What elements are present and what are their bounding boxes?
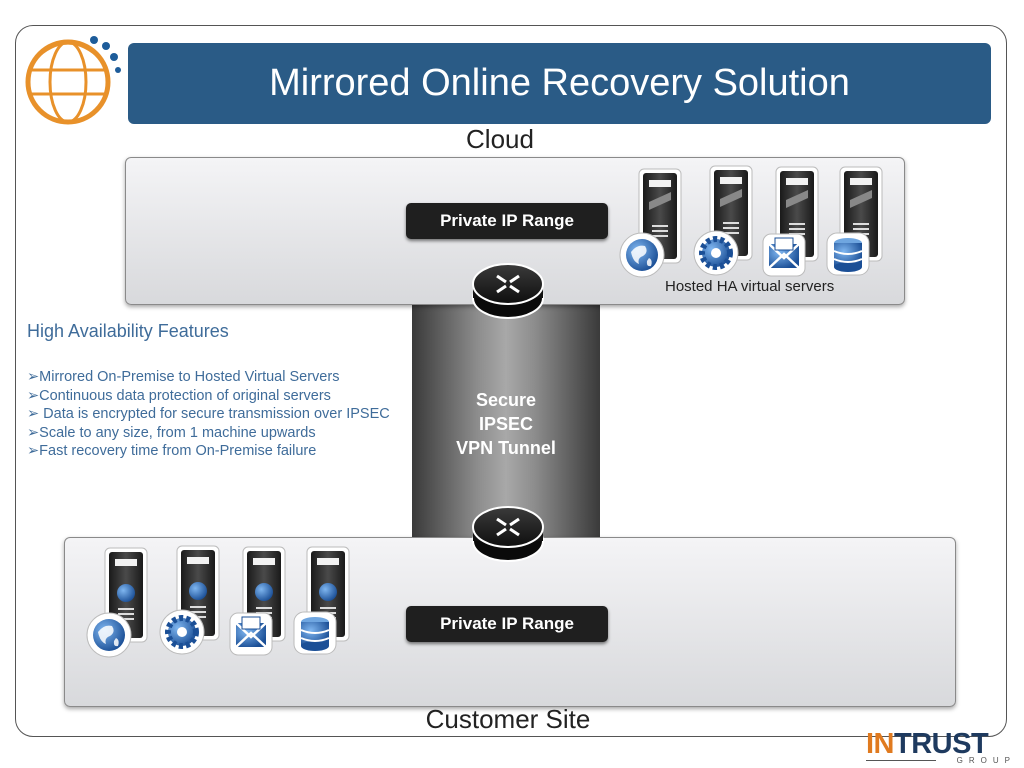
tunnel-line-3: VPN Tunnel [456, 438, 556, 458]
features-heading: High Availability Features [27, 321, 229, 341]
cloud-label: Cloud [466, 124, 534, 154]
web-globe-icon [86, 612, 132, 658]
mail-icon [229, 612, 273, 656]
database-icon [293, 611, 337, 655]
features-section: High Availability Features ➢Mirrored On-… [27, 321, 407, 461]
hosted-servers-caption: Hosted HA virtual servers [665, 278, 835, 295]
brand-group: GROUP [956, 756, 1016, 765]
feature-item: ➢Mirrored On-Premise to Hosted Virtual S… [27, 369, 340, 385]
globe-logo-icon [25, 36, 121, 125]
brand-divider [866, 760, 936, 761]
gear-icon [693, 230, 739, 276]
feature-item: ➢Scale to any size, from 1 machine upwar… [27, 424, 316, 441]
tunnel-line-2: IPSEC [478, 414, 534, 434]
brand-wordmark: INTRUST [866, 728, 989, 761]
web-globe-icon [619, 232, 665, 278]
title-bar: Mirrored Online Recovery Solution [128, 43, 991, 124]
mail-icon [762, 233, 806, 277]
tunnel-label: Secure IPSEC VPN Tunnel [412, 388, 600, 460]
gear-icon [159, 609, 205, 655]
customer-site-label: Customer Site [425, 704, 591, 734]
private-ip-range-customer: Private IP Range [406, 606, 608, 642]
intrust-logo: INTRUST GROUP [866, 728, 1018, 765]
router-icon [472, 263, 544, 319]
vpn-tunnel [412, 300, 600, 540]
brand-trust: TRUST [894, 728, 989, 760]
feature-item: ➢Fast recovery time from On-Premise fail… [27, 443, 317, 459]
database-icon [826, 232, 870, 276]
tunnel-line-1: Secure [475, 390, 537, 410]
features-list: ➢Mirrored On-Premise to Hosted Virtual S… [27, 368, 407, 461]
router-icon [472, 506, 544, 562]
page-title: Mirrored Online Recovery Solution [269, 62, 850, 104]
feature-item: ➢ Data is encrypted for secure transmiss… [27, 406, 390, 422]
feature-item: ➢Continuous data protection of original … [27, 387, 331, 404]
brand-in: IN [866, 728, 895, 760]
server-icon [306, 546, 350, 642]
private-ip-range-cloud: Private IP Range [406, 203, 608, 239]
